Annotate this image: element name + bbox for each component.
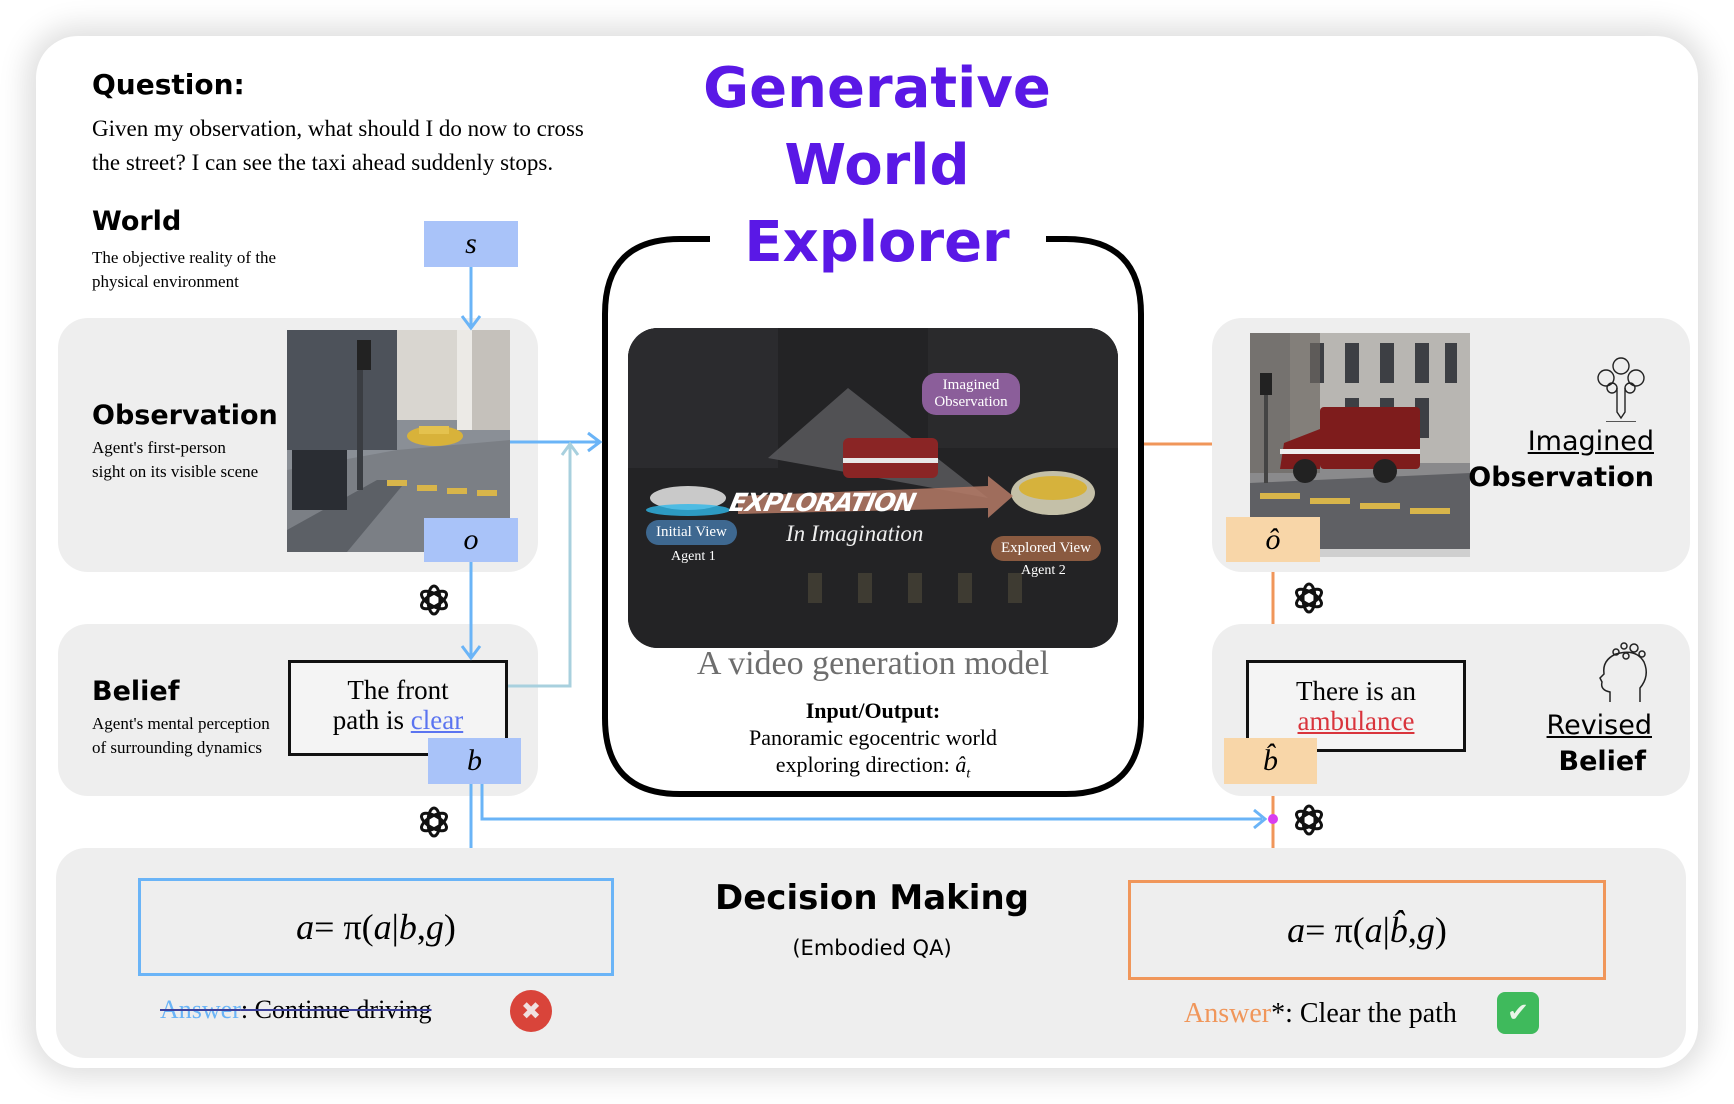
correct-answer-label: Answer <box>1184 998 1272 1029</box>
belief-text-line1: The front <box>347 675 449 705</box>
io-symbol: â <box>955 752 967 777</box>
arrow-belief-to-model <box>508 446 572 688</box>
formula-bar: | <box>1382 910 1390 950</box>
formula-a2: a <box>1364 910 1383 950</box>
explored-view-pill: Explored View <box>991 536 1102 561</box>
belief-variable-box: b <box>428 738 521 784</box>
junction-dot <box>1268 814 1278 824</box>
imagined-label-line2: Observation <box>1468 462 1654 493</box>
imagined-observation-image <box>1250 333 1470 549</box>
video-model-frame <box>602 236 1144 797</box>
wrong-answer-label: Answer <box>160 995 241 1024</box>
openai-logo-icon <box>416 804 452 845</box>
revised-policy-formula: a = π(a|b̂, g) <box>1128 880 1606 980</box>
revised-belief-text-line2: ambulance <box>1249 706 1463 736</box>
formula-b: b <box>398 907 417 947</box>
io-subscript: t <box>966 766 971 782</box>
belief-text-line2: path is clear <box>291 705 505 735</box>
observation-description: Agent's first-person sight on its visibl… <box>92 436 258 484</box>
formula-g: g <box>425 907 444 947</box>
agent2-label: Agent 2 <box>1021 563 1066 578</box>
io-line2: exploring direction: ât <box>628 751 1118 787</box>
revised-belief-statement-box: There is an ambulance <box>1246 660 1466 752</box>
agent1-label: Agent 1 <box>671 549 716 564</box>
formula-a: a <box>296 907 315 947</box>
correct-answer-text: : Clear the path <box>1285 998 1457 1029</box>
formula-comma: , <box>1407 910 1417 950</box>
in-imagination-label: In Imagination <box>786 521 924 546</box>
observation-label: Observation <box>92 400 278 431</box>
belief-desc-line2: of surrounding dynamics <box>92 738 262 757</box>
thinking-head-icon <box>1596 638 1656 708</box>
question-text-line1: Given my observation, what should I do n… <box>92 116 584 141</box>
decision-title: Decision Making <box>715 878 1029 918</box>
imagined-label-text: Imagined <box>1527 426 1654 457</box>
revised-belief-variable-box: b̂ <box>1224 738 1317 784</box>
title-line2: World <box>784 133 970 198</box>
world-label: World <box>92 206 182 237</box>
observation-desc-line2: sight on its visible scene <box>92 462 259 481</box>
current-policy-formula: a = π(a|b, g) <box>138 878 614 976</box>
arrow-b-to-junction <box>480 784 1262 821</box>
checkmark-icon: ✔ <box>1497 992 1539 1034</box>
title-line3: Explorer <box>744 210 1010 275</box>
decision-subtitle: (Embodied QA) <box>792 936 952 960</box>
openai-logo-icon <box>1291 802 1327 843</box>
question-text-line2: the street? I can see the taxi ahead sud… <box>92 150 554 175</box>
correct-answer-star: * <box>1271 998 1286 1029</box>
world-desc-line2: physical environment <box>92 272 239 291</box>
observation-desc-line1: Agent's first-person <box>92 438 226 457</box>
formula-eq: = π( <box>314 907 374 947</box>
io-description: Panoramic egocentric world exploring dir… <box>628 724 1118 787</box>
openai-logo-icon <box>416 582 452 623</box>
revised-label-line2: Belief <box>1558 746 1646 777</box>
revised-belief-highlight-ambulance: ambulance <box>1297 706 1415 736</box>
page-title: Generative World Explorer <box>690 50 1064 281</box>
exploration-label: EXPLORATION <box>726 488 918 517</box>
formula-close: ) <box>1434 910 1447 950</box>
revised-label-text: Revised <box>1546 710 1652 741</box>
wrong-answer-text: : Continue driving <box>240 995 432 1024</box>
belief-text-prefix: path is <box>332 705 411 735</box>
formula-bar: | <box>391 907 399 947</box>
model-label: A video generation model <box>696 645 1050 682</box>
imagined-pill-line1: Imagined <box>942 377 1000 393</box>
openai-logo-icon <box>1291 580 1327 621</box>
world-description: The objective reality of the physical en… <box>92 246 276 294</box>
formula-g: g <box>1416 910 1435 950</box>
correct-answer: Answer*: Clear the path <box>1184 998 1457 1030</box>
imagined-observation-pill: Imagined Observation <box>922 373 1020 415</box>
cross-icon: ✖ <box>510 990 552 1032</box>
io-label: Input/Output: <box>805 698 941 723</box>
question-label: Question: <box>92 68 245 101</box>
imagined-observation-variable-box: ô <box>1226 517 1320 562</box>
formula-a2: a <box>373 907 392 947</box>
belief-description: Agent's mental perception of surrounding… <box>92 712 270 760</box>
observation-variable-box: o <box>424 518 518 562</box>
imagination-tree-pencil-icon <box>1586 352 1656 423</box>
question-text: Given my observation, what should I do n… <box>92 112 584 180</box>
revised-belief-text-line1: There is an <box>1296 676 1416 706</box>
title-line1: Generative <box>703 56 1051 121</box>
imagined-pill-line2: Observation <box>934 394 1008 410</box>
revised-label-line1: Revised <box>1450 710 1652 741</box>
belief-desc-line1: Agent's mental perception <box>92 714 270 733</box>
io-line2-text: exploring direction: <box>775 752 956 777</box>
belief-label: Belief <box>92 676 180 707</box>
formula-bhat: b̂ <box>1389 910 1408 950</box>
formula-comma: , <box>416 907 426 947</box>
initial-view-pill: Initial View <box>646 520 737 545</box>
formula-eq: = π( <box>1305 910 1365 950</box>
io-line1: Panoramic egocentric world <box>748 725 997 750</box>
state-variable-box: s <box>424 221 518 267</box>
video-generation-image <box>628 328 1118 648</box>
formula-close: ) <box>443 907 456 947</box>
imagined-label-line1: Imagined <box>1450 426 1654 457</box>
wrong-answer: Answer: Continue driving <box>160 995 432 1025</box>
belief-highlight-clear: clear <box>410 705 464 735</box>
formula-a: a <box>1287 910 1306 950</box>
world-desc-line1: The objective reality of the <box>92 248 277 267</box>
